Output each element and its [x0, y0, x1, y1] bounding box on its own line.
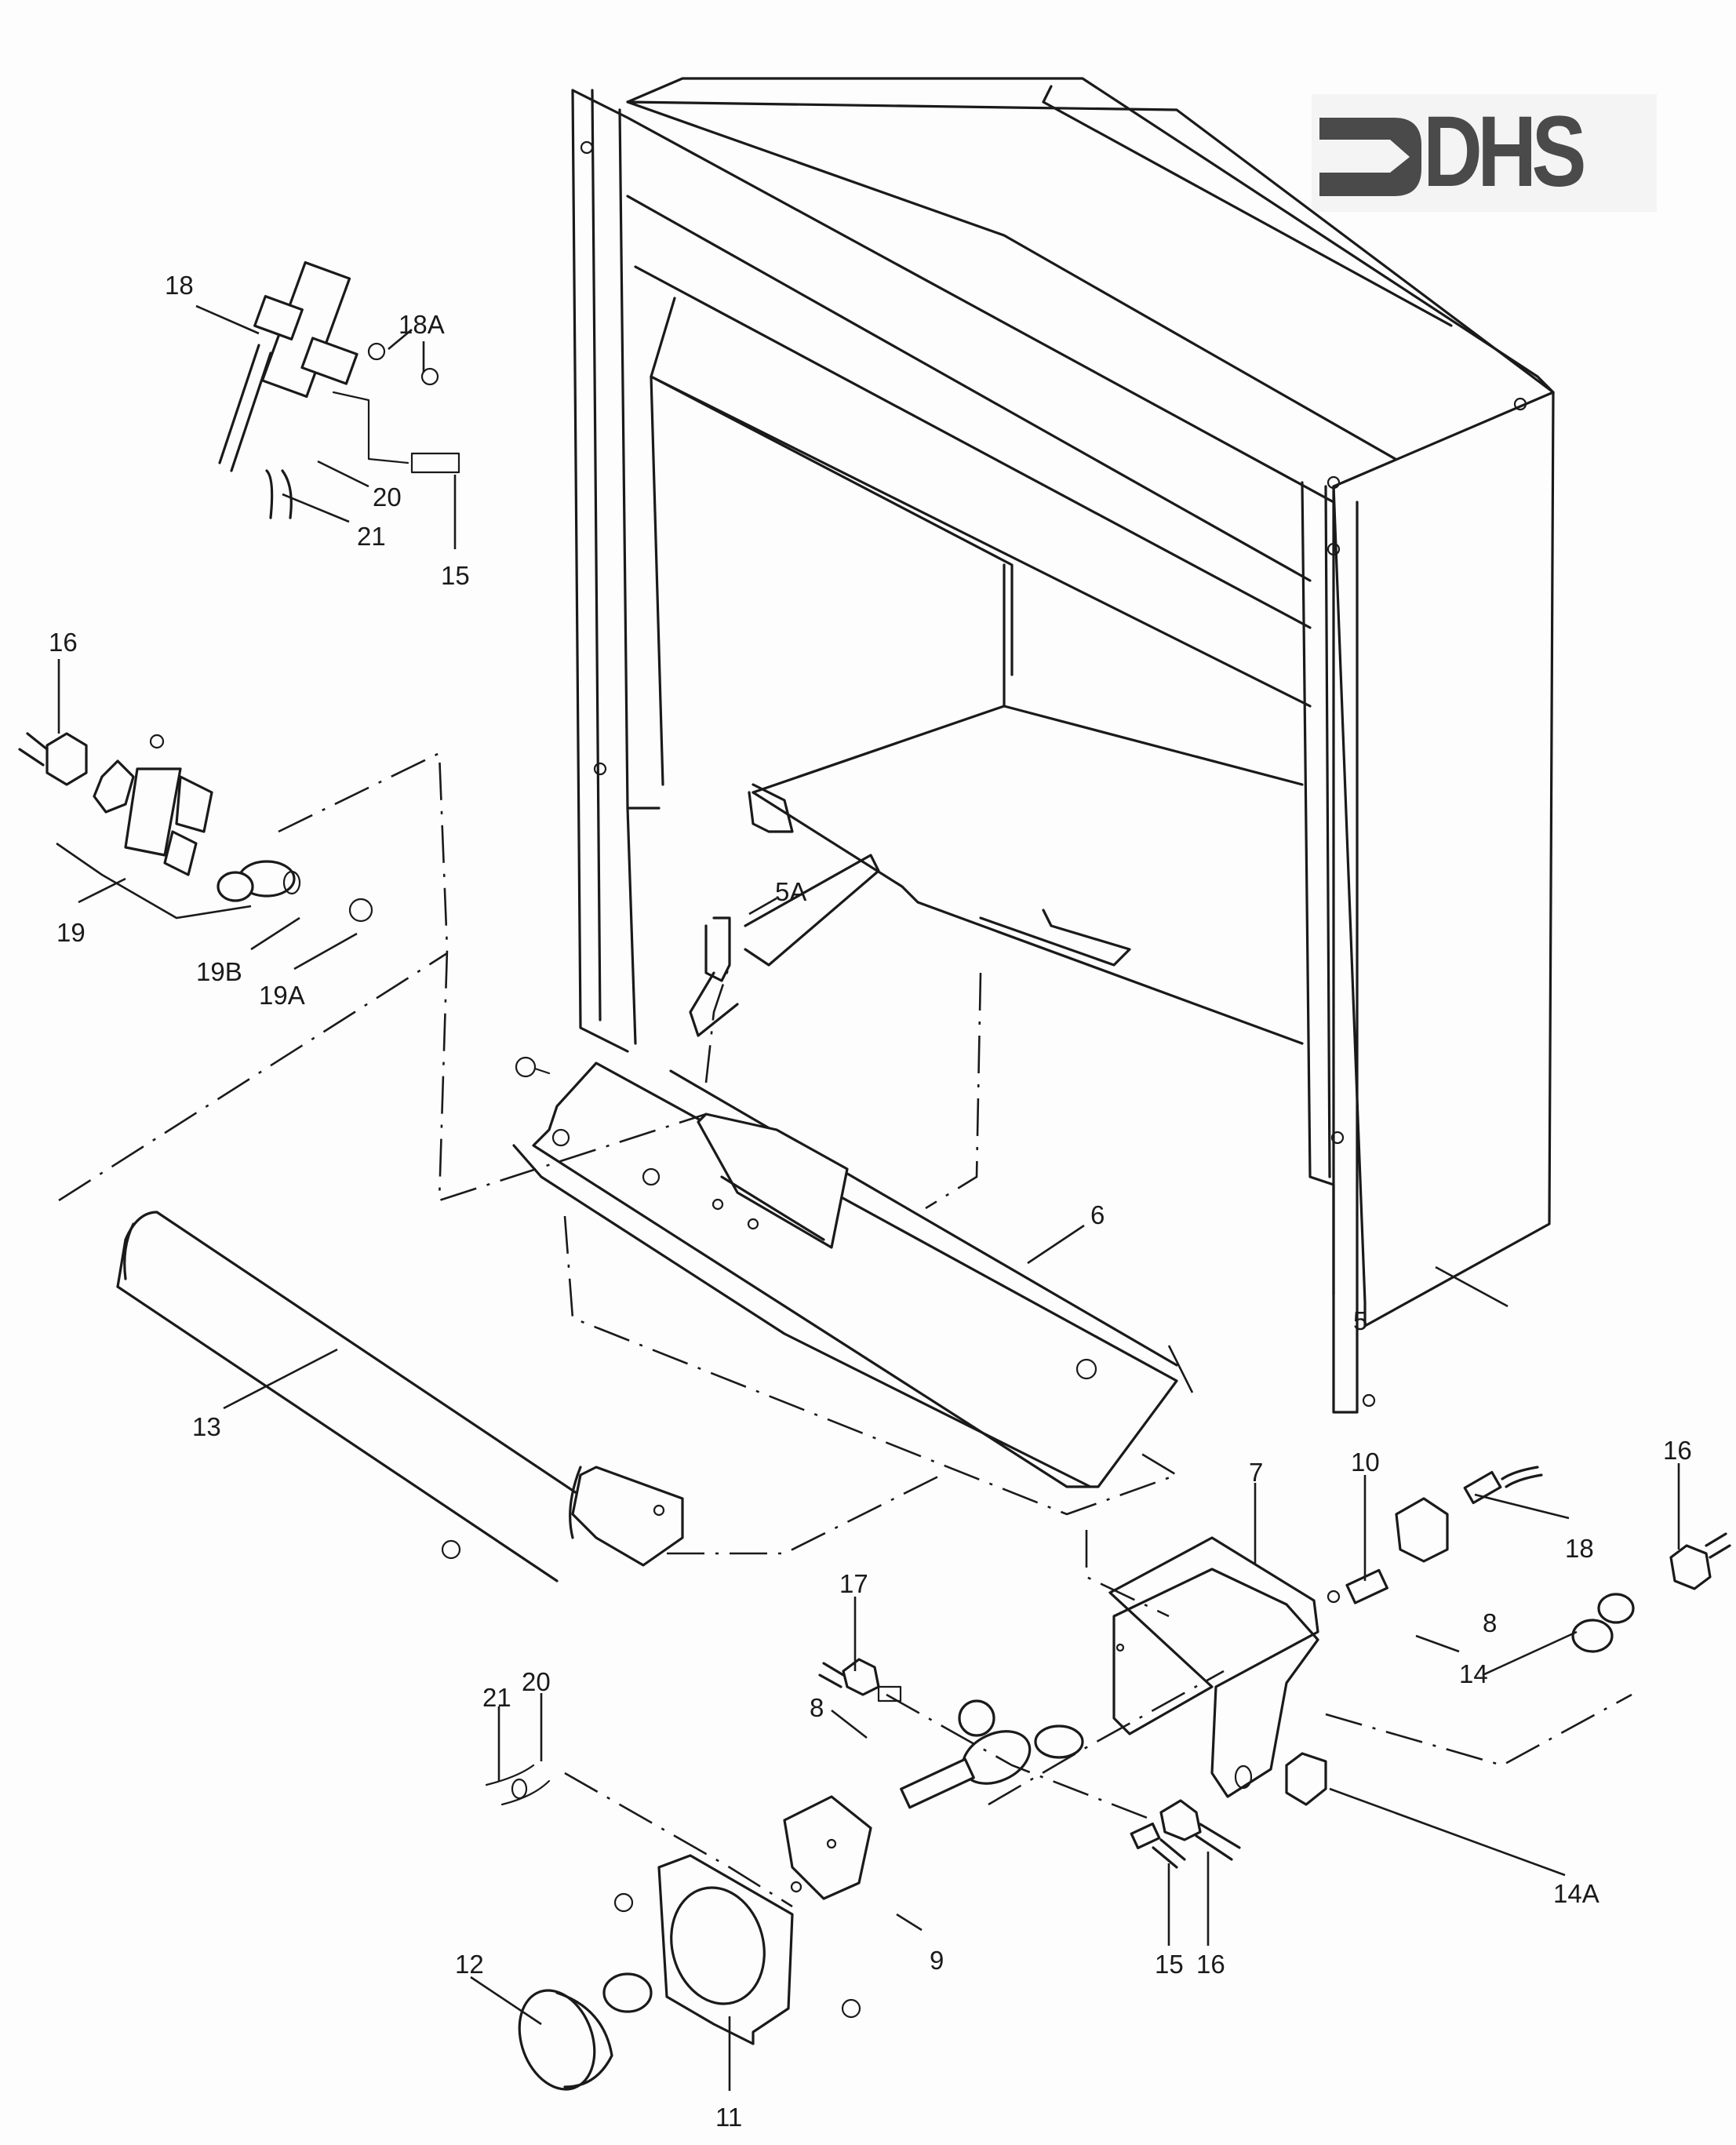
callout-15-bottom: 15 [1155, 1950, 1184, 1979]
callout-16-bottom: 16 [1196, 1950, 1225, 1979]
callout-21-bottom: 21 [482, 1683, 511, 1712]
leader-lines [57, 304, 1680, 2091]
callout-19a: 19A [259, 981, 305, 1010]
callout-9: 9 [930, 1946, 944, 1975]
callout-17: 17 [839, 1569, 868, 1598]
callout-11: 11 [715, 2103, 742, 2132]
callout-5: 5 [1353, 1306, 1367, 1335]
callout-13: 13 [192, 1412, 221, 1441]
callout-14a: 14A [1553, 1879, 1600, 1908]
callout-15-top: 15 [441, 561, 470, 590]
escutcheon-and-knob [518, 1854, 861, 2091]
front-burner-plate [512, 1056, 1178, 1488]
callout-18-right: 18 [1565, 1534, 1594, 1563]
callout-19: 19 [56, 918, 86, 947]
callout-labels: 5 5A 6 7 8 8 9 10 11 12 13 14 14A 15 15 … [49, 271, 1692, 2132]
callout-20-top: 20 [373, 483, 402, 512]
callout-6: 6 [1090, 1200, 1105, 1229]
brand-name: DHS [1423, 96, 1586, 208]
callout-16-left: 16 [49, 628, 78, 657]
callout-10: 10 [1351, 1448, 1380, 1477]
valve-bracket-group [18, 732, 373, 923]
callout-8-left: 8 [810, 1693, 824, 1722]
callout-18a: 18A [399, 310, 445, 339]
callout-16-right: 16 [1663, 1436, 1692, 1465]
pilot-assembly [218, 260, 460, 519]
callout-20-bottom: 20 [522, 1667, 551, 1696]
firebox-housing [571, 77, 1555, 1414]
control-bracket [1108, 1536, 1327, 1806]
burner-tube [116, 1211, 684, 1582]
callout-18-top: 18 [165, 271, 194, 300]
callout-14: 14 [1459, 1659, 1488, 1688]
arrow-bracket-icon [1319, 118, 1421, 196]
callout-21-top: 21 [357, 522, 386, 551]
fittings [485, 1466, 1731, 1869]
gas-valve [783, 1699, 1084, 1900]
callout-7: 7 [1249, 1458, 1263, 1487]
callout-12: 12 [455, 1950, 484, 1979]
assembly-lines [58, 751, 1632, 1908]
callout-19b: 19B [196, 957, 242, 986]
brand-logo: DHS [1312, 94, 1657, 212]
callout-8-right: 8 [1483, 1608, 1497, 1637]
callout-5a: 5A [775, 877, 806, 906]
